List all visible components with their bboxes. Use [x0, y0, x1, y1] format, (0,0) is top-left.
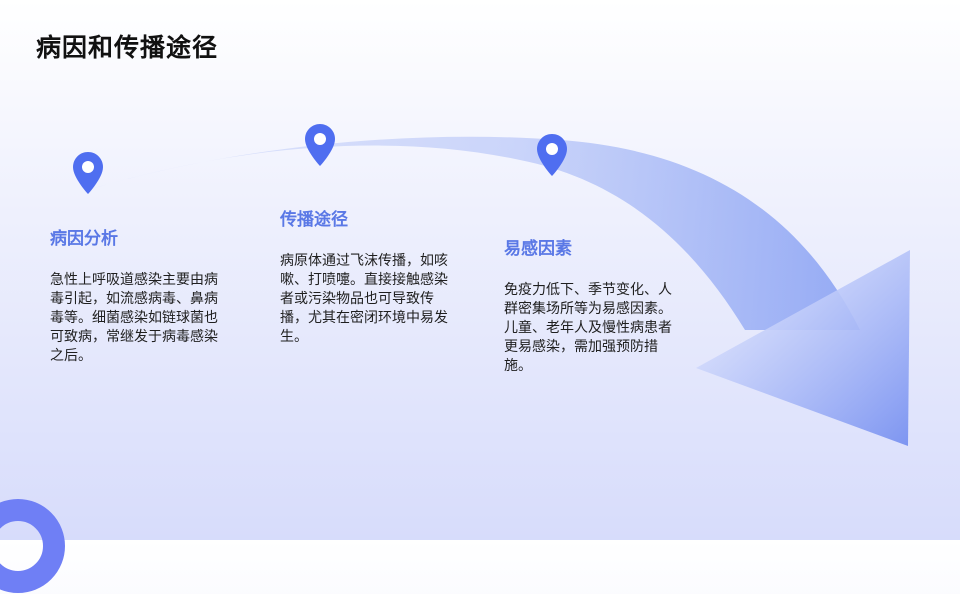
- section-heading: 易感因素: [504, 239, 572, 259]
- map-pin-icon: [73, 152, 103, 194]
- section-heading: 病因分析: [50, 229, 118, 249]
- map-pin-icon: [537, 134, 567, 176]
- curved-arrow-decoration: [88, 136, 910, 446]
- section-transmission-route: 传播途径 病原体通过飞沫传播，如咳嗽、打喷嚏。直接接触感染者或污染物品也可导致传…: [280, 205, 460, 347]
- section-body: 病原体通过飞沫传播，如咳嗽、打喷嚏。直接接触感染者或污染物品也可导致传播，尤其在…: [280, 253, 448, 345]
- slide: 病因和传播途径 病因分析 急性上呼吸道感染主要由病毒引起，如流感病毒、鼻病毒等。…: [0, 33, 910, 593]
- section-body: 急性上呼吸道感染主要由病毒引起，如流感病毒、鼻病毒等。细菌感染如链球菌也可致病，…: [50, 272, 218, 364]
- section-susceptibility-factors: 易感因素 免疫力低下、季节变化、人群密集场所等为易感因素。儿童、老年人及慢性病患…: [504, 234, 684, 376]
- section-cause-analysis: 病因分析 急性上呼吸道感染主要由病毒引起，如流感病毒、鼻病毒等。细菌感染如链球菌…: [50, 224, 230, 366]
- section-heading: 传播途径: [280, 210, 348, 230]
- map-pin-icon: [305, 124, 335, 166]
- slide-title: 病因和传播途径: [36, 33, 219, 62]
- section-body: 免疫力低下、季节变化、人群密集场所等为易感因素。儿童、老年人及慢性病患者更易感染…: [504, 282, 672, 374]
- decorative-ring: [0, 499, 65, 593]
